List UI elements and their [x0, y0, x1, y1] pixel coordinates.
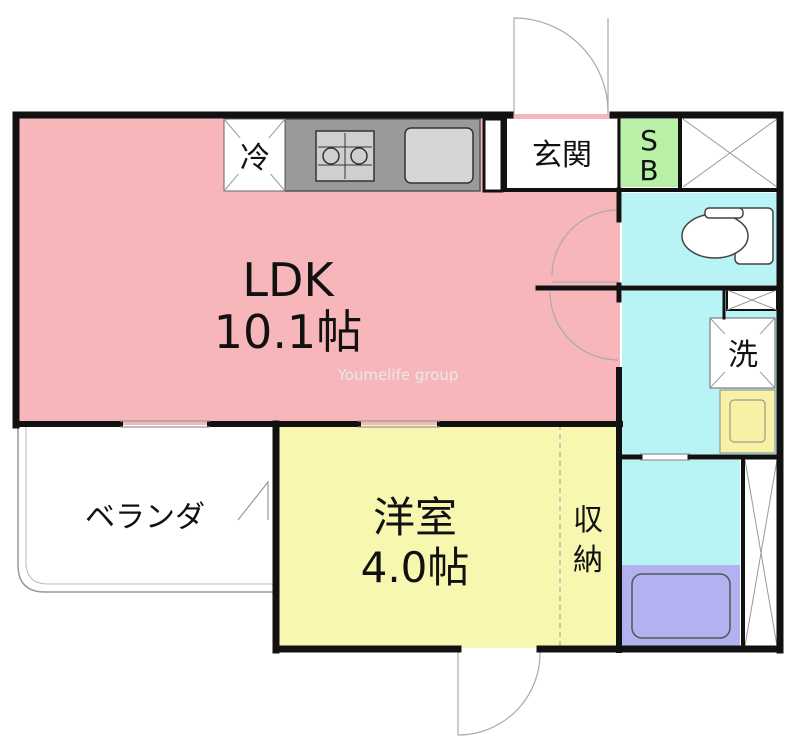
kitchen-column	[482, 117, 504, 193]
ldk-room-size: 10.1帖	[214, 305, 362, 359]
sink-icon	[404, 127, 474, 184]
entrance-door-swing	[513, 17, 609, 114]
shoe-box	[620, 119, 678, 187]
window-lines	[120, 420, 690, 461]
washer-label: 洗	[728, 338, 758, 373]
ldk-room-name: LDK	[242, 253, 335, 307]
fridge-label: 冷	[240, 141, 270, 176]
western-room-door-swing	[457, 648, 541, 736]
watermark: Youmelife group	[337, 366, 459, 384]
entrance-area	[507, 119, 617, 189]
shoe-box-label-bottom: B	[639, 154, 658, 187]
toilet-door-swing	[551, 209, 619, 283]
storage-label-bottom: 納	[573, 543, 603, 578]
balcony	[17, 425, 276, 593]
storage-label-top: 収	[573, 503, 603, 538]
western-room-size: 4.0帖	[361, 543, 470, 592]
toilet-icon	[681, 207, 774, 265]
washroom-door-swing	[549, 291, 619, 361]
western-room	[278, 425, 618, 648]
bathtub-icon	[631, 573, 731, 639]
vanity	[719, 389, 776, 454]
walls	[12, 111, 784, 654]
vanity-basin-icon	[729, 399, 766, 443]
entrance-label: 玄関	[532, 138, 592, 173]
balcony-label: ベランダ	[85, 500, 205, 535]
bathtub	[622, 565, 740, 646]
stove-icon	[315, 130, 375, 182]
western-room-name: 洋室	[373, 493, 457, 542]
shoe-box-label-top: S	[640, 124, 658, 157]
